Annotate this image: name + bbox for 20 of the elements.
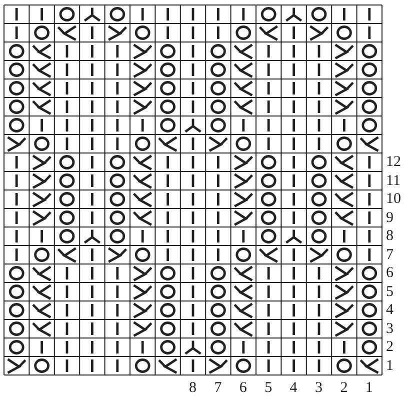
column-number: 3 — [315, 380, 322, 396]
row-number: 11 — [386, 172, 400, 188]
column-number: 7 — [214, 380, 222, 396]
row-number: 3 — [386, 320, 394, 336]
row-number: 5 — [386, 284, 394, 300]
row-number: 12 — [386, 154, 401, 170]
row-number: 8 — [386, 228, 394, 244]
row-number: 6 — [386, 265, 394, 281]
column-number: 6 — [239, 380, 247, 396]
column-number: 2 — [340, 380, 348, 396]
row-number: 1 — [386, 358, 394, 374]
column-number: 8 — [189, 380, 196, 396]
row-number: 10 — [386, 191, 401, 207]
column-number: 4 — [290, 380, 298, 396]
row-number: 4 — [386, 302, 394, 318]
row-number: 2 — [386, 339, 394, 355]
row-number: 9 — [386, 210, 394, 226]
column-number: 5 — [264, 380, 272, 396]
column-number: 1 — [365, 380, 373, 396]
row-number: 7 — [386, 246, 394, 262]
